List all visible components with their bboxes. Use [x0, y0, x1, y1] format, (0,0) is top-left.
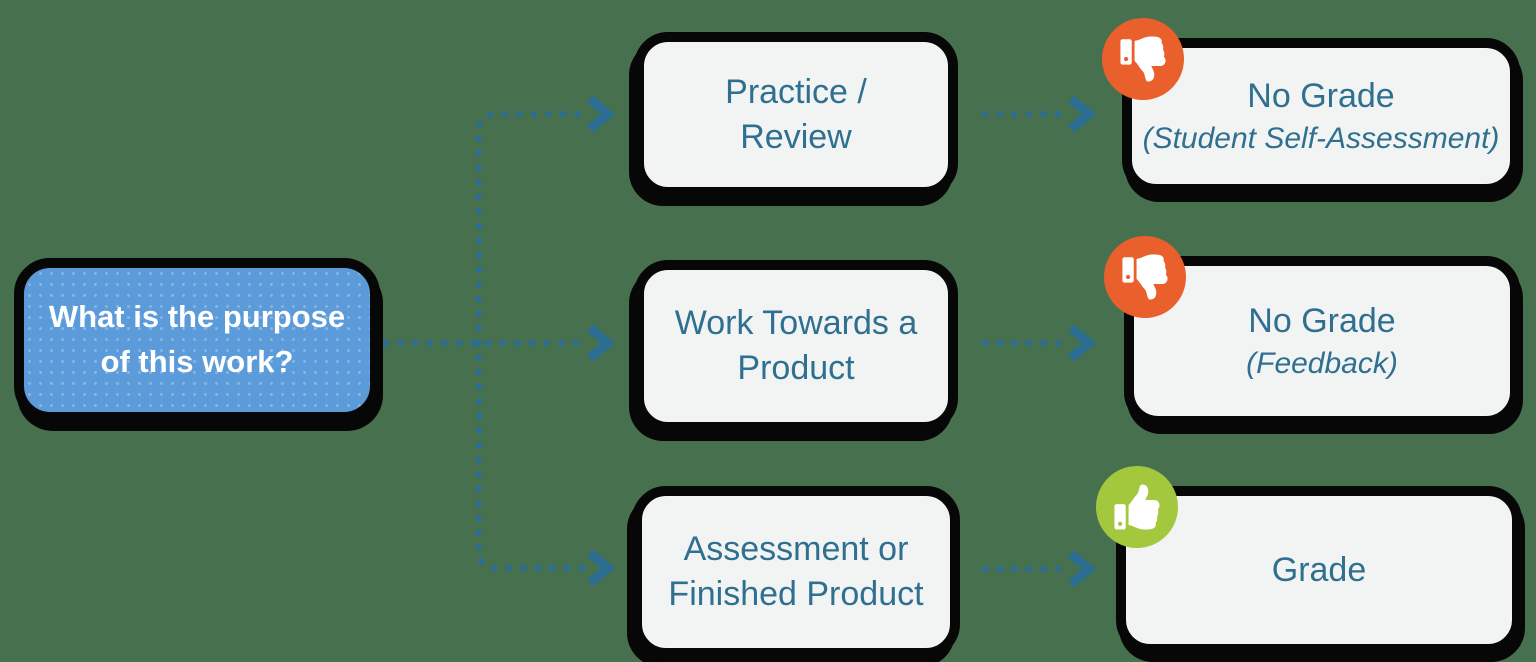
arrowhead-outcome3-icon — [1068, 550, 1097, 588]
question-label: What is the purpose of this work? — [48, 299, 346, 379]
outcome-sublabel: (Student Self-Assessment) — [1142, 121, 1500, 155]
arrow-branch-top-line — [475, 110, 587, 347]
outcome-label: Grade — [1271, 550, 1367, 589]
arrowhead-outcome1-icon — [1068, 95, 1097, 133]
option-label: Work Towards a Product — [674, 304, 918, 387]
outcome-node-no-grade-self-assessment: No Grade (Student Self-Assessment) — [1102, 18, 1520, 194]
arrowhead-middle-icon — [587, 324, 616, 362]
question-node: What is the purpose of this work? — [14, 258, 380, 422]
arrowhead-outcome2-icon — [1068, 324, 1097, 362]
outcome-label: No Grade — [1247, 76, 1395, 115]
option-label: Practice / Review — [725, 72, 867, 156]
outcome-sublabel: (Feedback) — [1246, 346, 1398, 380]
arrowhead-top-icon — [587, 95, 616, 133]
outcome-label: No Grade — [1248, 301, 1396, 340]
option-label: Assessment or Finished Product — [668, 530, 924, 613]
outcome-node-grade: Grade — [1096, 466, 1522, 654]
outcome-node-no-grade-feedback: No Grade (Feedback) — [1104, 236, 1520, 426]
option-node-practice-review: Practice / Review — [634, 32, 958, 197]
option-node-assessment-finished-product: Assessment or Finished Product — [632, 486, 960, 658]
arrow-branch-bottom-line — [475, 339, 587, 572]
arrowhead-bottom-icon — [587, 549, 616, 587]
option-node-work-towards-product: Work Towards a Product — [634, 260, 958, 432]
